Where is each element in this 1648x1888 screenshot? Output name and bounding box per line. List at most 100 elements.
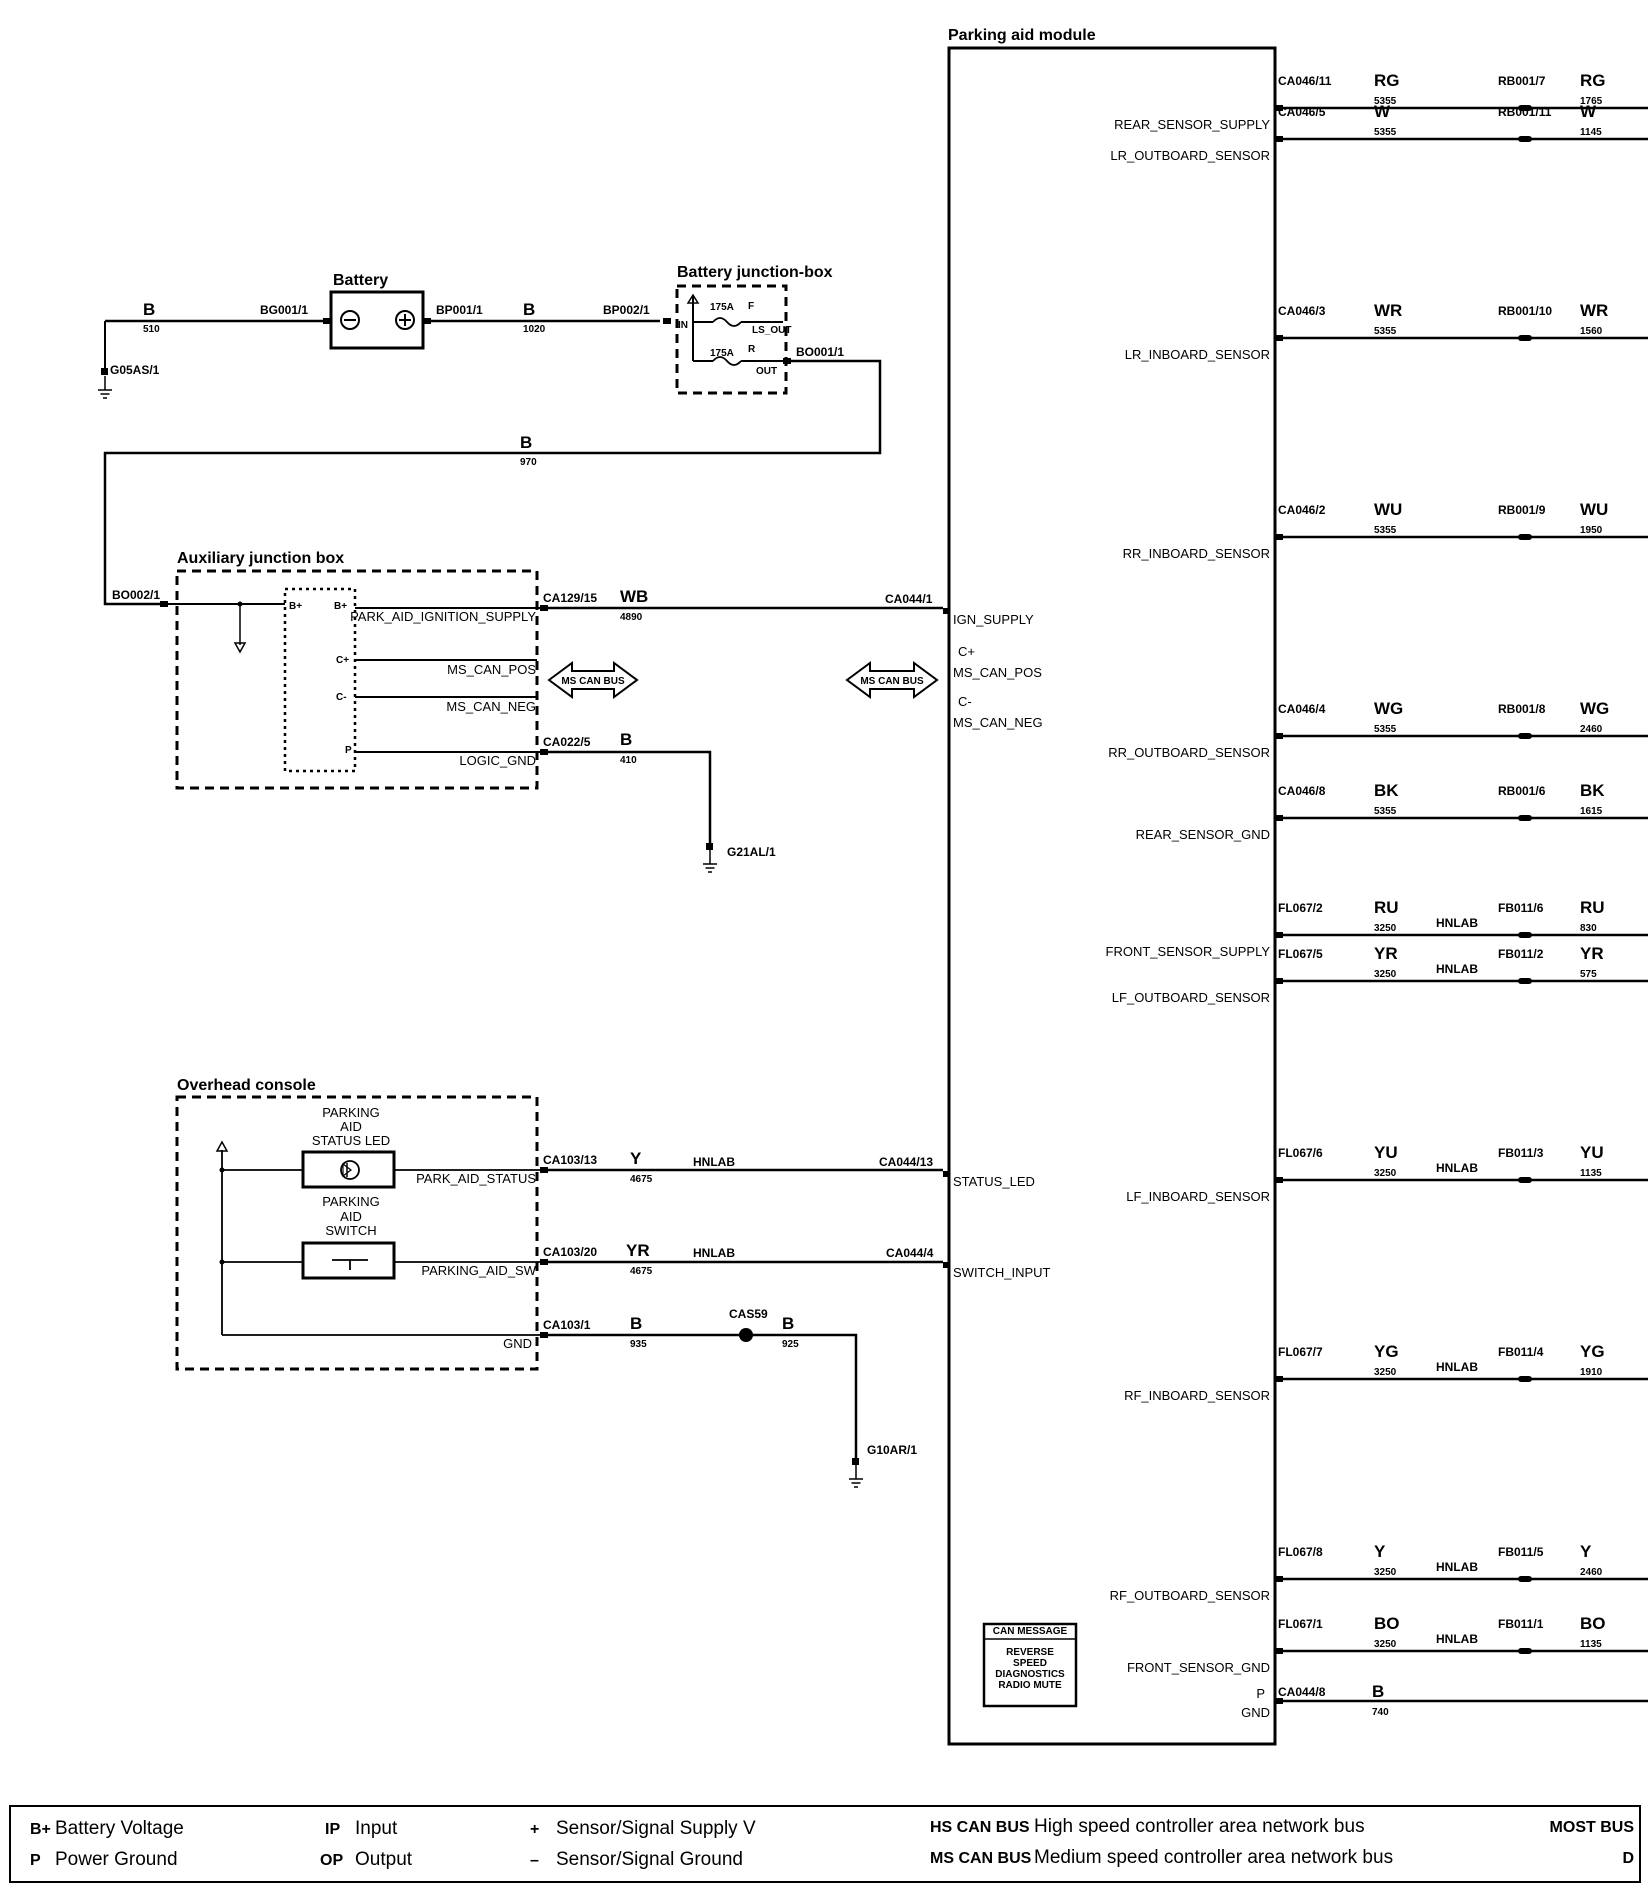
battery-ground-label: G05AS/1 bbox=[110, 363, 160, 377]
svg-text:PARKING: PARKING bbox=[322, 1194, 380, 1209]
svg-text:MOST BUS: MOST BUS bbox=[1550, 1819, 1635, 1836]
plus-icon bbox=[395, 310, 415, 330]
sensor-harness-label: HNLAB bbox=[1436, 1560, 1478, 1574]
svg-text:B+: B+ bbox=[334, 601, 347, 612]
sensor-harness-label: HNLAB bbox=[1436, 1161, 1478, 1175]
sensor-connector: CA046/8 bbox=[1278, 784, 1326, 798]
svg-text:Input: Input bbox=[355, 1818, 398, 1839]
svg-text:CA044/8: CA044/8 bbox=[1278, 1685, 1326, 1699]
svg-text:P: P bbox=[30, 1852, 41, 1869]
pin-marker bbox=[1275, 1177, 1283, 1183]
battery-jbox-in-connector: BP002/1 bbox=[603, 303, 650, 317]
sensor-wire-color: YU bbox=[1374, 1143, 1398, 1162]
sensor-wire-circuit: 5355 bbox=[1374, 326, 1397, 337]
sensor-far-connector: RB001/10 bbox=[1498, 304, 1552, 318]
minus-icon bbox=[340, 310, 360, 330]
sensor-wire-color: WG bbox=[1374, 699, 1403, 718]
sensor-connector: FL067/5 bbox=[1278, 947, 1323, 961]
svg-text:Battery Voltage: Battery Voltage bbox=[55, 1818, 184, 1839]
sensor-far-connector: FB011/1 bbox=[1498, 1617, 1544, 1631]
svg-text:STATUS LED: STATUS LED bbox=[312, 1133, 390, 1148]
sensor-far-circuit: 1560 bbox=[1580, 326, 1603, 337]
sensor-far-connector: FB011/6 bbox=[1498, 901, 1544, 915]
can-message-radio-mute: RADIO MUTE bbox=[998, 1680, 1062, 1691]
feed-wire bbox=[103, 359, 882, 606]
sensor-connector: CA046/5 bbox=[1278, 105, 1326, 119]
svg-text:OP: OP bbox=[320, 1852, 343, 1869]
aux-ign-connector: CA129/15 bbox=[543, 591, 597, 605]
svg-text:IP: IP bbox=[325, 1821, 340, 1838]
svg-text:CA103/1: CA103/1 bbox=[543, 1318, 591, 1332]
can-message-box: CAN MESSAGE REVERSE SPEED DIAGNOSTICS RA… bbox=[982, 1622, 1078, 1708]
svg-text:Output: Output bbox=[355, 1849, 413, 1870]
sensor-far-circuit: 575 bbox=[1580, 969, 1597, 980]
pin-marker bbox=[1275, 534, 1283, 540]
pin-marker bbox=[943, 1262, 950, 1268]
sensor-far-color: YG bbox=[1580, 1342, 1605, 1361]
svg-text:HS CAN BUS: HS CAN BUS bbox=[930, 1819, 1030, 1836]
sensor-wire-circuit: 5355 bbox=[1374, 806, 1397, 817]
gnd-wire-color: B bbox=[620, 730, 632, 749]
fuse-2-rating: 175A bbox=[710, 348, 734, 359]
battery-title: Battery bbox=[333, 272, 388, 289]
svg-text:Medium speed controller area n: Medium speed controller area network bus bbox=[1034, 1847, 1393, 1868]
svg-text:C-: C- bbox=[336, 692, 347, 703]
pin-marker bbox=[943, 608, 950, 614]
sensor-far-circuit: 1910 bbox=[1580, 1367, 1603, 1378]
sensor-far-circuit: 830 bbox=[1580, 923, 1597, 934]
overhead-gnd-pin: GND bbox=[503, 1336, 532, 1351]
arrow-up-icon bbox=[215, 1140, 229, 1152]
sensor-pin-label: REAR_SENSOR_GND bbox=[1136, 827, 1270, 842]
battery-junction-box: Battery junction-box BP002/1 IN 175A F L… bbox=[103, 264, 882, 606]
sensor-wire-color: RG bbox=[1374, 71, 1400, 90]
svg-text:B: B bbox=[630, 1314, 642, 1333]
sensor-far-connector: RB001/6 bbox=[1498, 784, 1546, 798]
console-gnd-wire bbox=[548, 1333, 858, 1458]
sensor-connector: CA046/3 bbox=[1278, 304, 1326, 318]
svg-text:GND: GND bbox=[1241, 1705, 1270, 1720]
svg-text:–: – bbox=[530, 1852, 539, 1869]
status-led-symbol bbox=[301, 1150, 396, 1189]
inline-connector bbox=[1518, 815, 1532, 821]
svg-text:C+: C+ bbox=[336, 655, 349, 666]
sensor-far-circuit: 1145 bbox=[1580, 127, 1602, 138]
pin-marker bbox=[1275, 1576, 1283, 1582]
sensor-connector: CA046/11 bbox=[1278, 74, 1332, 88]
sensor-wire-circuit: 5355 bbox=[1374, 724, 1397, 735]
svg-text:F: F bbox=[748, 301, 754, 312]
splice-dot bbox=[739, 1328, 753, 1342]
module-pin-switch: SWITCH_INPUT bbox=[953, 1265, 1051, 1280]
svg-text:YR: YR bbox=[626, 1241, 650, 1260]
svg-text:Y: Y bbox=[630, 1149, 642, 1168]
overhead-console: Overhead console PARKING AID STATUS LED … bbox=[175, 1077, 943, 1488]
sensor-wire-circuit: 5355 bbox=[1374, 525, 1397, 536]
module-title: Parking aid module bbox=[948, 27, 1096, 44]
aux-gnd-connector: CA022/5 bbox=[543, 735, 591, 749]
fuse-1-rating: 175A bbox=[710, 302, 734, 313]
battery-section: G05AS/1 B 510 BG001/1 Battery BP001/1 B … bbox=[97, 272, 660, 399]
svg-text:HNLAB: HNLAB bbox=[693, 1155, 735, 1169]
module-ign-connector: CA044/1 bbox=[885, 592, 933, 606]
sensor-pin-label: LF_OUTBOARD_SENSOR bbox=[1112, 990, 1270, 1005]
pin-marker bbox=[1275, 932, 1283, 938]
inline-connector bbox=[1518, 136, 1532, 142]
sensor-wire-color: BO bbox=[1374, 1614, 1400, 1633]
sensor-pin-label: RF_INBOARD_SENSOR bbox=[1124, 1388, 1270, 1403]
sensor-wire-circuit: 5355 bbox=[1374, 96, 1397, 107]
sensor-pin-label: LR_INBOARD_SENSOR bbox=[1125, 347, 1270, 362]
battery-jbox-out-connector: BO001/1 bbox=[796, 345, 844, 359]
sensor-far-color: Y bbox=[1580, 1542, 1592, 1561]
sensor-far-color: WG bbox=[1580, 699, 1609, 718]
sensor-far-connector: RB001/8 bbox=[1498, 702, 1546, 716]
svg-text:Power Ground: Power Ground bbox=[55, 1849, 178, 1870]
svg-text:925: 925 bbox=[782, 1339, 799, 1350]
svg-text:AID: AID bbox=[340, 1119, 362, 1134]
sensor-wire-color: BK bbox=[1374, 781, 1399, 800]
svg-text:935: 935 bbox=[630, 1339, 647, 1350]
sensor-far-circuit: 2460 bbox=[1580, 724, 1603, 735]
legend-frame bbox=[9, 1805, 1641, 1883]
svg-text:4675: 4675 bbox=[630, 1174, 653, 1185]
sensor-far-circuit: 1950 bbox=[1580, 525, 1603, 536]
